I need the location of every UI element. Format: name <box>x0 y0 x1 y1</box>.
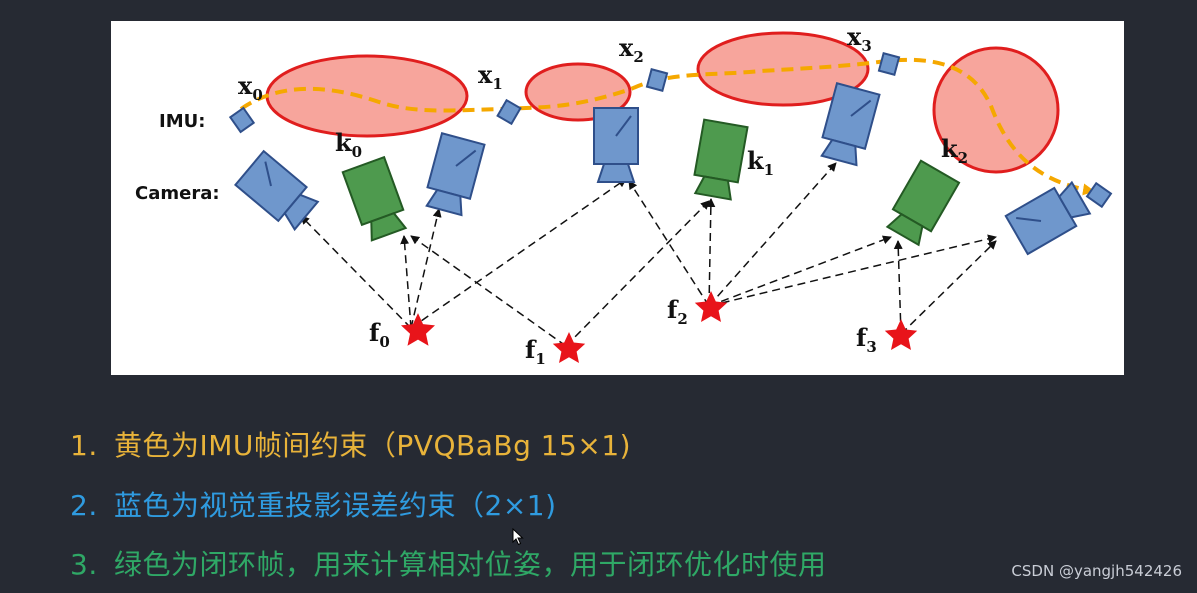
svg-text:k1: k1 <box>747 146 774 179</box>
camera-label: Camera: <box>135 183 220 204</box>
feature-labels: f0 f1 f2 f3 <box>369 295 877 368</box>
pose-label-name: x <box>847 22 862 51</box>
bullet-loop-closure: 3. 绿色为闭环帧，用来计算相对位姿，用于闭环优化时使用 <box>70 543 827 583</box>
feature-label-sub: 3 <box>866 338 876 356</box>
bullet-text: 绿色为闭环帧，用来计算相对位姿，用于闭环优化时使用 <box>114 548 827 581</box>
feature-label-sub: 1 <box>535 350 545 368</box>
pose-label-name: x <box>478 60 493 89</box>
feature-points <box>400 291 918 363</box>
feature-label-name: f <box>525 335 537 364</box>
pose-label-name: x <box>619 33 634 62</box>
feature-label-name: f <box>856 323 868 352</box>
bullet-reprojection-constraint: 2. 蓝色为视觉重投影误差约束（2×1) <box>70 484 557 524</box>
svg-text:f2: f2 <box>667 295 688 328</box>
feature-label-name: f <box>369 318 381 347</box>
imu-label: IMU: <box>159 111 205 132</box>
keyframe-label-sub: 2 <box>958 149 968 167</box>
pose-label-sub: 2 <box>633 48 643 66</box>
feature-label-sub: 2 <box>677 310 687 328</box>
svg-text:k2: k2 <box>941 134 968 167</box>
bullet-number: 1. <box>70 429 98 462</box>
svg-text:f0: f0 <box>369 318 390 351</box>
bullet-text: 蓝色为视觉重投影误差约束（2×1) <box>114 489 557 522</box>
bullet-number: 2. <box>70 489 98 522</box>
feature-label-name: f <box>667 295 679 324</box>
reprojection-lines <box>300 162 997 347</box>
bullet-text: 黄色为IMU帧间约束（PVQBaBg 15×1) <box>114 429 632 462</box>
vio-graph-diagram: IMU: Camera: x0 x1 x2 x3 k0 k1 k2 f0 f1 … <box>135 22 1112 368</box>
svg-text:k0: k0 <box>335 128 362 161</box>
svg-text:x1: x1 <box>478 60 503 93</box>
mouse-cursor-icon <box>512 528 524 546</box>
svg-text:x3: x3 <box>847 22 872 55</box>
feature-label-sub: 0 <box>379 333 389 351</box>
svg-text:f1: f1 <box>525 335 546 368</box>
keyframe-labels: k0 k1 k2 <box>335 128 968 179</box>
pose-labels: x0 x1 x2 x3 <box>238 22 872 104</box>
keyframe-label-name: k <box>335 128 353 157</box>
keyframe-label-sub: 1 <box>764 161 774 179</box>
pose-label-name: x <box>238 71 253 100</box>
pose-label-sub: 0 <box>252 86 262 104</box>
svg-text:f3: f3 <box>856 323 877 356</box>
keyframe-label-sub: 0 <box>352 143 362 161</box>
keyframe-label-name: k <box>941 134 959 163</box>
watermark: CSDN @yangjh542426 <box>1011 562 1182 580</box>
bullet-number: 3. <box>70 548 98 581</box>
svg-text:x0: x0 <box>238 71 263 104</box>
svg-text:x2: x2 <box>619 33 644 66</box>
bullet-imu-constraint: 1. 黄色为IMU帧间约束（PVQBaBg 15×1) <box>70 424 631 464</box>
pose-label-sub: 3 <box>861 37 871 55</box>
marginalization-ellipses <box>265 31 1060 174</box>
diagram-figure: IMU: Camera: x0 x1 x2 x3 k0 k1 k2 f0 f1 … <box>111 21 1124 375</box>
pose-label-sub: 1 <box>492 75 502 93</box>
keyframe-label-name: k <box>747 146 765 175</box>
imu-constraint-path <box>239 57 1095 196</box>
